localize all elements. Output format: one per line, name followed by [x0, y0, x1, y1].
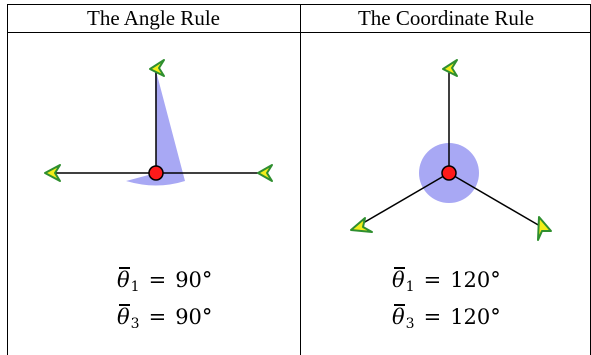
column-divider: [300, 4, 301, 355]
angle-sector-region: [126, 67, 185, 186]
theta-subscript: 1: [405, 279, 415, 295]
theta-subscript: 3: [405, 316, 415, 332]
angle-value: 120°: [450, 305, 501, 329]
formula-right-3: θ3=120°: [392, 304, 501, 332]
theta-subscript: 1: [130, 279, 140, 295]
angle-value: 90°: [175, 305, 213, 329]
center-node-right: [441, 165, 457, 181]
coordinate-rule-diagram: [350, 59, 552, 241]
theta-symbol: θ: [392, 304, 405, 329]
theta-subscript: 3: [130, 316, 140, 332]
angle-value: 120°: [450, 268, 501, 292]
theta-symbol: θ: [392, 267, 405, 292]
arrow-tip-left-icon: [44, 164, 61, 182]
arrow-tip-right-icon: [257, 164, 273, 182]
header-angle-rule: The Angle Rule: [87, 5, 220, 30]
arrow-tip-lower-left-icon: [350, 217, 373, 233]
arrow-tip-up-icon: [442, 59, 458, 77]
arrow-tip-up-icon: [149, 59, 165, 77]
angle-value: 90°: [175, 268, 213, 292]
arrow-tip-lower-right-icon: [537, 216, 552, 241]
angle-rule-diagram: [44, 59, 273, 186]
header-rule: [7, 32, 591, 33]
formula-left-3: θ3=90°: [117, 304, 213, 332]
header-coordinate-rule: The Coordinate Rule: [357, 5, 535, 30]
theta-symbol: θ: [117, 304, 130, 329]
edge-lower-right: [448, 172, 541, 227]
formula-right-1: θ1=120°: [392, 267, 501, 295]
edge-lower-left: [357, 172, 450, 227]
center-node-left: [148, 165, 164, 181]
formula-left-1: θ1=90°: [117, 267, 213, 295]
theta-symbol: θ: [117, 267, 130, 292]
